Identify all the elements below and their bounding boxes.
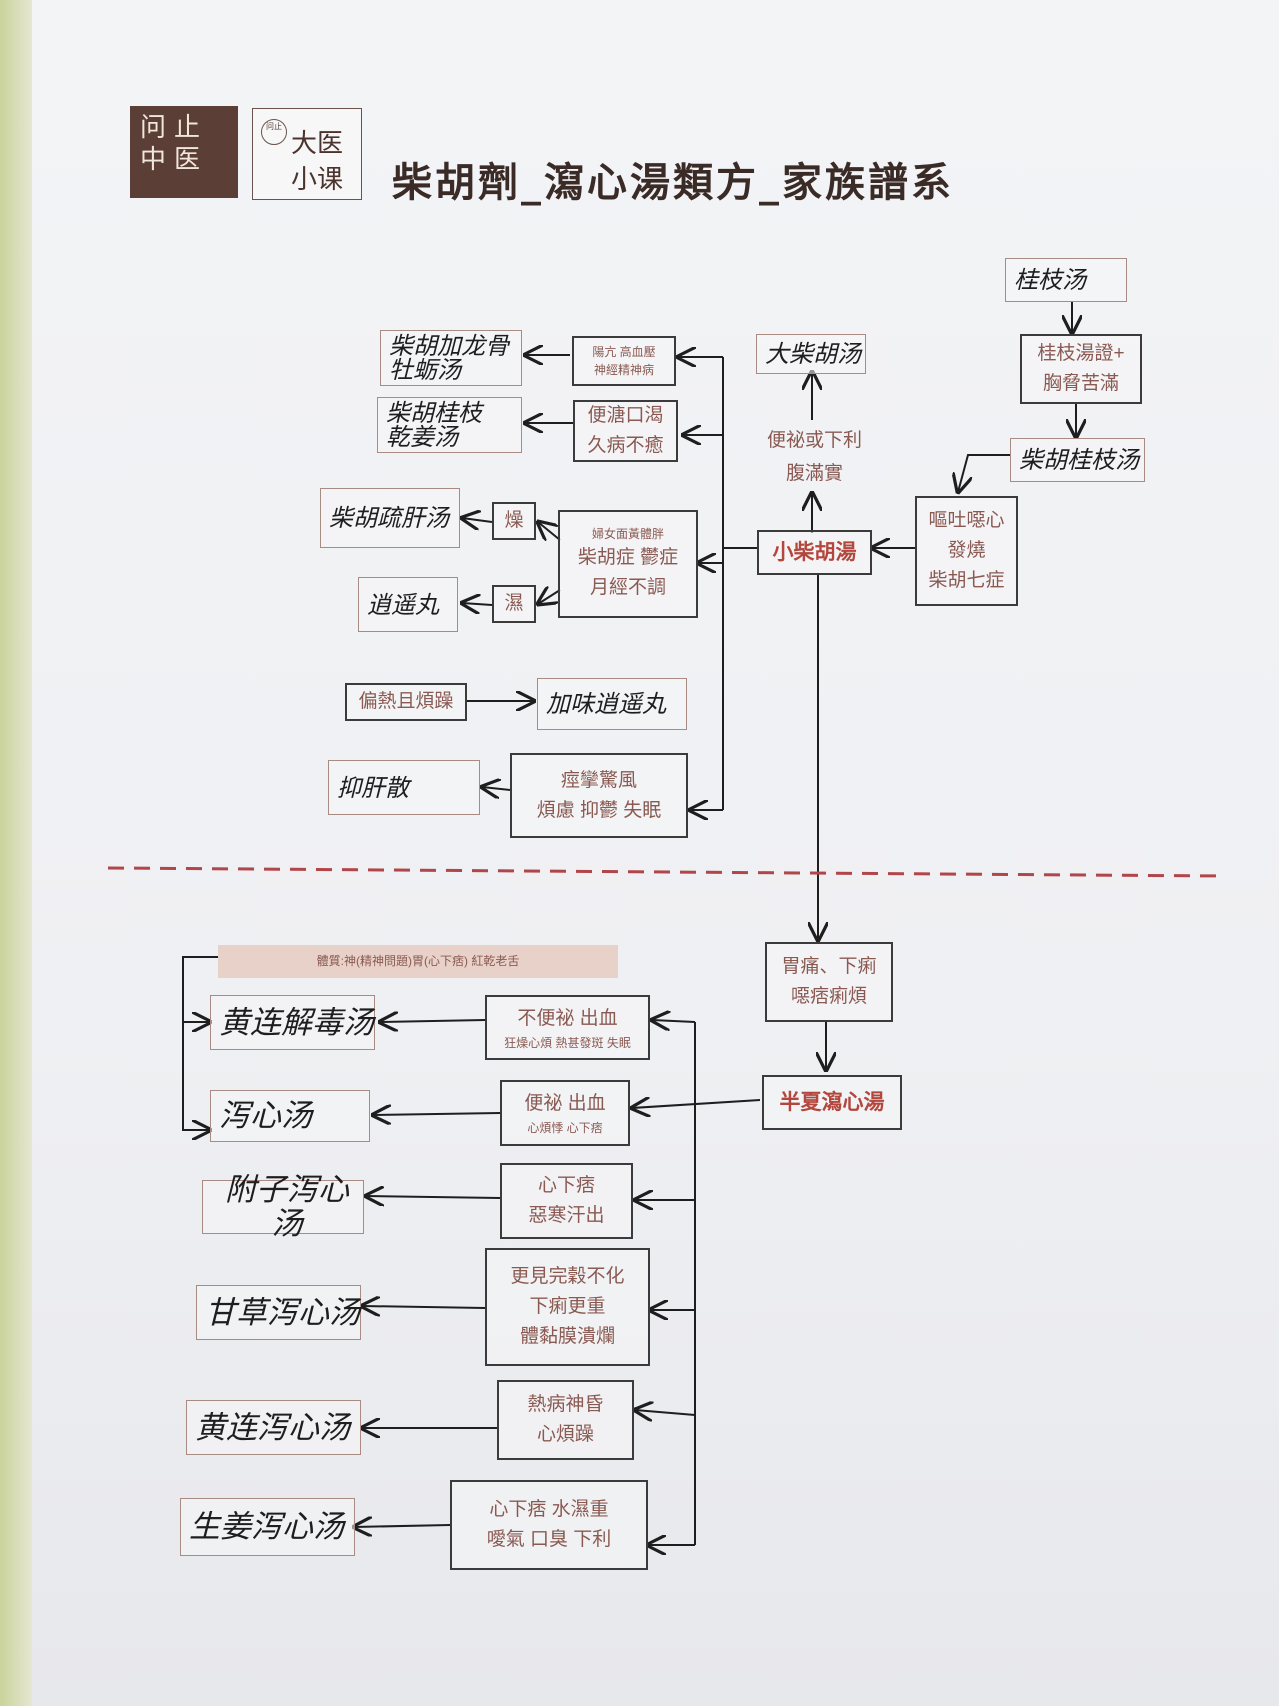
logo-line-1: 问止 xyxy=(140,113,209,143)
dashed-divider xyxy=(107,866,1226,878)
node-xinxiapi: 心下痞 惡寒汗出 xyxy=(500,1163,633,1239)
node-label: 黄连泻心汤 xyxy=(195,1409,350,1446)
node-line: 柴胡症 鬱症 xyxy=(577,547,679,568)
node-guizhi-tang: 桂枝汤 xyxy=(1005,258,1127,302)
node-chaihu-guizhi-ganjiang: 柴胡桂枝 乾姜汤 xyxy=(377,397,522,453)
node-chaihu-shugan: 柴胡疏肝汤 xyxy=(320,488,460,548)
node-line: 噁痞痢煩 xyxy=(790,986,867,1007)
logo-course-line-1: 大医 xyxy=(291,129,344,159)
node-line: 更見完穀不化 xyxy=(510,1266,625,1287)
node-line: 久病不癒 xyxy=(587,435,664,456)
node-line: 不便祕 出血 xyxy=(517,1007,618,1029)
node-label: 柴胡桂枝汤 xyxy=(1019,446,1139,474)
node-label: 柴胡疏肝汤 xyxy=(329,504,449,532)
node-line: 發燒 xyxy=(947,540,986,561)
node-outu-fashao: 嘔吐噁心 發燒 柴胡七症 xyxy=(915,496,1018,606)
node-banxia-xiexin: 半夏瀉心湯 xyxy=(762,1075,902,1130)
node-line: 乾姜汤 xyxy=(386,423,458,451)
node-bubianmi: 不便祕 出血 狂燥心煩 熱甚發斑 失眠 xyxy=(485,995,650,1060)
node-label: 小柴胡湯 xyxy=(772,540,857,564)
constitution-banner: 體質:神(精神問題)胃(心下痞) 紅乾老舌 xyxy=(218,945,618,978)
node-chaihu-guizhi-tang: 柴胡桂枝汤 xyxy=(1010,438,1145,482)
node-label: 濕 xyxy=(504,593,524,614)
node-xiao-chaihu-tang: 小柴胡湯 xyxy=(757,530,872,575)
node-line: 心下痞 xyxy=(537,1175,595,1196)
node-label: 逍遥丸 xyxy=(367,590,439,619)
node-jiawei-xiaoyao: 加味逍遥丸 xyxy=(537,678,687,730)
node-line: 陽亢 高血壓 xyxy=(592,345,656,359)
node-line: 月經不調 xyxy=(589,577,666,598)
node-line: 柴胡加龙骨 xyxy=(389,332,509,360)
node-shi: 濕 xyxy=(492,585,536,623)
node-line: 便祕 出血 xyxy=(524,1093,606,1114)
node-line: 熱病神昏 xyxy=(527,1394,604,1415)
label-line: 便祕或下利 xyxy=(766,430,862,451)
node-line: 桂枝湯證+ xyxy=(1037,343,1125,364)
node-label: 偏熱且煩躁 xyxy=(358,691,454,712)
node-label: 附子泻心汤 xyxy=(225,1172,349,1242)
node-line: 胸脅苦滿 xyxy=(1042,373,1119,394)
node-huanglian-jiedu: 黄连解毒汤 xyxy=(210,995,375,1050)
node-line: 體黏膜潰爛 xyxy=(519,1326,615,1347)
brand-logo-course: 问止 大医 小课 xyxy=(252,108,362,200)
node-da-chaihu-tang: 大柴胡汤 xyxy=(756,334,866,374)
node-wanjiang: 更見完穀不化 下痢更重 體黏膜潰爛 xyxy=(485,1248,650,1366)
node-jingluan: 痙攣驚風 煩慮 抑鬱 失眠 xyxy=(510,753,688,838)
node-line: 煩慮 抑鬱 失眠 xyxy=(536,799,662,821)
node-yigan-san: 抑肝散 xyxy=(328,760,480,815)
node-zao: 燥 xyxy=(492,502,536,540)
logo-seal: 问止 xyxy=(261,119,287,145)
node-gancao-xiexin: 甘草泻心汤 xyxy=(196,1285,361,1340)
node-rebing: 熱病神昏 心煩躁 xyxy=(497,1380,634,1460)
node-fuzi-xiexin: 附子泻心汤 xyxy=(202,1173,364,1241)
node-label: 生姜泻心汤 xyxy=(189,1509,344,1545)
logo-line-2: 中医 xyxy=(140,145,209,175)
node-line: 婦女面黃體胖 xyxy=(591,527,664,541)
node-line: 心下痞 水濕重 xyxy=(489,1499,609,1520)
node-huanglian-xiexin: 黄连泻心汤 xyxy=(186,1400,361,1455)
node-funv: 婦女面黃體胖 柴胡症 鬱症 月經不調 xyxy=(558,510,698,618)
node-chaihu-longmu: 柴胡加龙骨 牡蛎汤 xyxy=(380,330,522,386)
node-label: 燥 xyxy=(504,510,524,531)
logo-course-line-2: 小课 xyxy=(291,165,344,195)
node-shengjiang-xiexin: 生姜泻心汤 xyxy=(180,1498,355,1556)
node-line: 下痢更重 xyxy=(529,1296,606,1317)
node-shuishi: 心下痞 水濕重 噯氣 口臭 下利 xyxy=(450,1480,648,1570)
node-line: 便溏口渴 xyxy=(587,405,664,426)
node-weitong: 胃痛、下痢 噁痞痢煩 xyxy=(765,942,893,1022)
node-label: 泻心汤 xyxy=(219,1098,312,1134)
node-line: 痙攣驚風 xyxy=(560,769,637,791)
node-line: 狂燥心煩 熱甚發斑 失眠 xyxy=(504,1035,631,1050)
node-line: 心煩悸 心下痞 xyxy=(527,1121,603,1135)
node-label: 加味逍遥丸 xyxy=(546,690,666,718)
node-yangkang: 陽亢 高血壓 神經精神病 xyxy=(572,336,676,386)
page-title: 柴胡劑_瀉心湯類方_家族譜系 xyxy=(392,159,954,206)
node-biantang: 便溏口渴 久病不癒 xyxy=(573,400,678,462)
node-line: 柴胡七症 xyxy=(928,570,1005,591)
node-label: 桂枝汤 xyxy=(1014,266,1086,294)
node-line: 胃痛、下痢 xyxy=(781,956,877,977)
node-label: 黄连解毒汤 xyxy=(219,1004,374,1041)
node-line: 嘔吐噁心 xyxy=(928,510,1005,531)
node-label: 大柴胡汤 xyxy=(765,340,861,368)
node-line: 神經精神病 xyxy=(593,363,654,377)
label-bianmi-fuman: 便祕或下利 腹滿實 xyxy=(752,424,877,490)
node-guizhi-zheng: 桂枝湯證+ 胸脅苦滿 xyxy=(1020,334,1142,404)
node-bianmi-chuxue: 便祕 出血 心煩悸 心下痞 xyxy=(500,1080,630,1146)
node-line: 牡蛎汤 xyxy=(389,356,461,384)
node-label: 甘草泻心汤 xyxy=(205,1294,360,1331)
node-label: 抑肝散 xyxy=(337,773,409,802)
node-label: 半夏瀉心湯 xyxy=(779,1090,885,1114)
label-line: 腹滿實 xyxy=(785,463,843,484)
node-pianre: 偏熱且煩躁 xyxy=(345,683,467,721)
node-line: 噯氣 口臭 下利 xyxy=(486,1529,612,1550)
node-line: 心煩躁 xyxy=(536,1424,594,1445)
node-line: 惡寒汗出 xyxy=(528,1205,605,1226)
node-xiexin-tang: 泻心汤 xyxy=(210,1090,370,1142)
node-xiaoyao-wan: 逍遥丸 xyxy=(358,577,458,632)
node-line: 柴胡桂枝 xyxy=(386,399,482,427)
brand-logo-dark: 问止 中医 xyxy=(130,106,238,198)
